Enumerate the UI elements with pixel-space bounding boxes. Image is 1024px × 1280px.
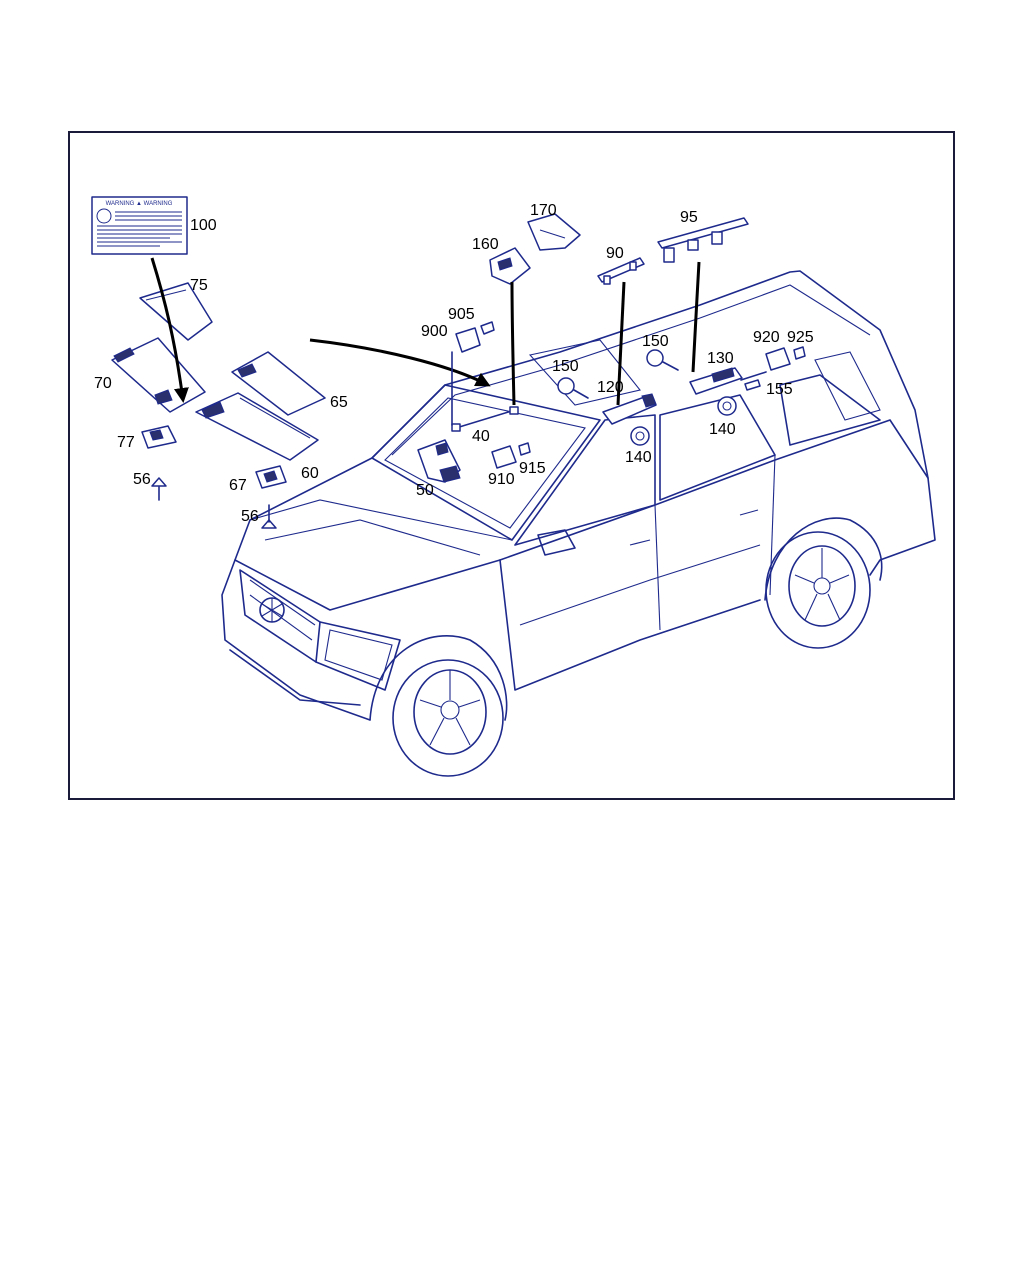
callout-56b: 56 <box>241 508 259 525</box>
sun-visor-60[interactable] <box>195 392 319 461</box>
bulb-925[interactable] <box>793 346 806 360</box>
callout-925: 925 <box>787 329 814 346</box>
callout-140b: 140 <box>709 421 736 438</box>
callout-170: 170 <box>530 202 557 219</box>
wire-harness-40[interactable] <box>451 406 519 432</box>
callout-50: 50 <box>416 482 434 499</box>
callout-90: 90 <box>606 245 624 262</box>
visor-clip-67[interactable] <box>255 465 287 489</box>
diagram-frame <box>68 131 955 800</box>
warning-label-100[interactable]: WARNING ▲ WARNING <box>91 196 188 255</box>
callout-120: 120 <box>597 379 624 396</box>
callout-77: 77 <box>117 434 135 451</box>
callout-140a: 140 <box>625 449 652 466</box>
visor-clip-77[interactable] <box>141 425 177 449</box>
callout-labels: 100 75 70 65 77 56 67 60 56 160 170 905 … <box>94 202 814 525</box>
callout-130: 130 <box>707 350 734 367</box>
callout-150a: 150 <box>552 358 579 375</box>
callout-75: 75 <box>190 277 208 294</box>
bulb-155[interactable] <box>744 379 761 391</box>
callout-155: 155 <box>766 381 793 398</box>
callout-905: 905 <box>448 306 475 323</box>
bulb-915[interactable] <box>518 442 531 456</box>
grab-handle-130[interactable] <box>689 367 743 395</box>
callout-56a: 56 <box>133 471 151 488</box>
callout-900: 900 <box>421 323 448 340</box>
callout-70: 70 <box>94 375 112 392</box>
sun-visor-70[interactable] <box>111 337 206 413</box>
callout-160: 160 <box>472 236 499 253</box>
cover-160[interactable] <box>489 247 531 285</box>
bolt-150b[interactable] <box>646 349 679 371</box>
bracket-170[interactable] <box>527 213 581 251</box>
callout-40: 40 <box>472 428 490 445</box>
callout-65: 65 <box>330 394 348 411</box>
callout-100: 100 <box>190 217 217 234</box>
callout-67: 67 <box>229 477 247 494</box>
screw-56a[interactable] <box>151 477 167 501</box>
callout-150b: 150 <box>642 333 669 350</box>
overhead-lamp-50[interactable] <box>417 439 461 483</box>
rail-90[interactable] <box>597 257 645 285</box>
callout-915: 915 <box>519 460 546 477</box>
sun-visor-65[interactable] <box>231 351 326 416</box>
bolt-150a[interactable] <box>557 377 589 399</box>
callout-910: 910 <box>488 471 515 488</box>
vehicle-outline <box>221 270 936 777</box>
switch-900[interactable] <box>455 327 481 353</box>
grab-handle-120[interactable] <box>602 393 657 425</box>
callout-95: 95 <box>680 209 698 226</box>
cap-140a[interactable] <box>630 426 650 446</box>
lens-920[interactable] <box>765 347 791 371</box>
callout-60: 60 <box>301 465 319 482</box>
lens-910[interactable] <box>491 445 517 469</box>
sun-visor-75[interactable] <box>139 282 213 341</box>
assembly-arrows <box>150 257 767 426</box>
screw-56b[interactable] <box>261 504 277 529</box>
bulb-905[interactable] <box>480 321 495 335</box>
callout-920: 920 <box>753 329 780 346</box>
rail-95[interactable] <box>657 217 749 263</box>
warning-label-heading: WARNING ▲ WARNING <box>106 201 173 207</box>
cap-140b[interactable] <box>717 396 737 416</box>
